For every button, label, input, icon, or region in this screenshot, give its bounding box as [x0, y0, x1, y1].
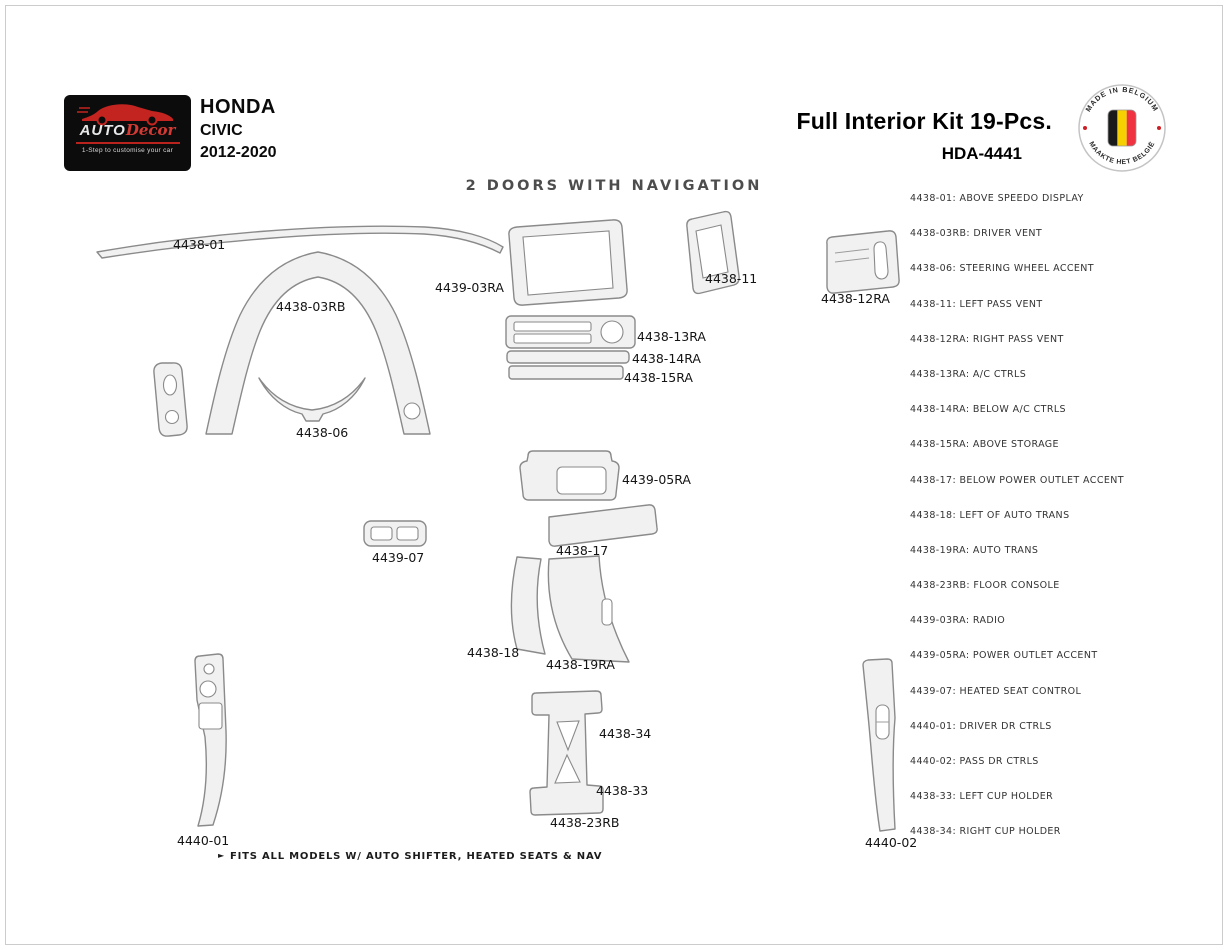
part-shape-4438-15RA — [508, 365, 624, 380]
fitment-note: ► FITS ALL MODELS W/ AUTO SHIFTER, HEATED… — [218, 851, 602, 862]
parts-list-row: 4438-15RA: ABOVE STORAGE — [910, 439, 1059, 451]
part-label-4440-01: 4440-01 — [177, 833, 230, 848]
part-shape-4438-11 — [686, 210, 740, 295]
parts-list-row: 4438-18: LEFT OF AUTO TRANS — [910, 509, 1070, 521]
product-info: Full Interior Kit 19-Pcs. HDA-4441 — [797, 108, 1053, 164]
parts-list-row: 4439-05RA: POWER OUTLET ACCENT — [910, 650, 1098, 662]
part-label-4438-18: 4438-18 — [467, 645, 520, 660]
brand-word-auto: AUTO — [79, 122, 126, 139]
vehicle-years: 2012-2020 — [200, 144, 277, 161]
part-label-4438-13RA: 4438-13RA — [637, 329, 706, 344]
arrow-icon: ► — [218, 851, 225, 860]
part-shape-4438-03RB — [153, 251, 431, 437]
brand-divider — [75, 142, 180, 144]
vehicle-make: HONDA — [200, 96, 276, 118]
brand-logo: AUTODecor 1-Step to customise your car — [64, 95, 191, 171]
parts-list-row: 4438-19RA: AUTO TRANS — [910, 544, 1039, 556]
vehicle-model: CIVIC — [200, 122, 243, 139]
part-label-4438-19RA: 4438-19RA — [546, 657, 615, 672]
parts-list-row: 4438-01: ABOVE SPEEDO DISPLAY — [910, 193, 1084, 204]
part-shape-4440-02 — [862, 658, 896, 832]
product-sku: HDA-4441 — [941, 144, 1022, 163]
part-shape-4438-17 — [548, 504, 658, 547]
parts-list-row: 4438-14RA: BELOW A/C CTRLS — [910, 404, 1066, 416]
parts-list-row: 4438-13RA: A/C CTRLS — [910, 368, 1027, 380]
part-label-4438-23RB: 4438-23RB — [550, 815, 620, 830]
car-logo-icon — [76, 104, 173, 126]
part-label-4438-34: 4438-34 — [599, 726, 652, 741]
parts-list-row: 4438-17: BELOW POWER OUTLET ACCENT — [910, 474, 1124, 486]
part-shape-4440-01 — [194, 653, 227, 827]
diagram-title: 2 DOORS WITH NAVIGATION — [465, 178, 763, 194]
part-label-4438-06: 4438-06 — [296, 425, 349, 440]
part-label-4440-02: 4440-02 — [865, 835, 918, 850]
part-label-4438-33: 4438-33 — [596, 783, 649, 798]
parts-list-row: 4438-34: RIGHT CUP HOLDER — [910, 826, 1061, 838]
part-label-4439-07: 4439-07 — [372, 550, 425, 565]
part-shape-4438-19RA — [547, 555, 630, 663]
part-label-4438-12RA: 4438-12RA — [821, 291, 890, 306]
fitment-note-text: FITS ALL MODELS W/ AUTO SHIFTER, HEATED … — [229, 851, 603, 862]
part-label-4438-03RB: 4438-03RB — [276, 299, 346, 314]
part-label-4439-03RA: 4439-03RA — [435, 280, 504, 295]
parts-list-row: 4438-12RA: RIGHT PASS VENT — [910, 333, 1064, 345]
brand-wordmark: AUTODecor — [80, 123, 176, 139]
part-label-4438-01: 4438-01 — [173, 237, 226, 252]
part-label-4438-11: 4438-11 — [705, 271, 758, 286]
parts-list-row: 4438-03RB: DRIVER VENT — [910, 228, 1043, 240]
parts-list-row: 4439-07: HEATED SEAT CONTROL — [910, 685, 1082, 697]
parts-list-row: 4438-23RB: FLOOR CONSOLE — [910, 580, 1060, 592]
belgian-flag-icon — [1108, 110, 1136, 146]
vehicle-info: HONDA CIVIC 2012-2020 — [200, 97, 277, 161]
part-shape-4438-13RA — [505, 315, 636, 349]
part-shape-4438-18 — [510, 556, 546, 655]
brand-word-decor: Decor — [125, 121, 176, 139]
part-label-4438-17: 4438-17 — [556, 543, 609, 558]
part-label-4439-05RA: 4439-05RA — [622, 472, 691, 487]
made-in-belgium-badge: MADE IN BELGIUM MAAKTE HET BELGIË — [1078, 84, 1166, 172]
parts-list-row: 4438-11: LEFT PASS VENT — [910, 298, 1043, 310]
part-shape-floor-console — [529, 690, 604, 816]
part-shape-4439-03RA — [508, 219, 628, 306]
part-shape-4439-07 — [363, 520, 427, 547]
part-label-4438-15RA: 4438-15RA — [624, 370, 693, 385]
part-shape-4439-05RA — [519, 450, 620, 501]
part-shape-4438-01 — [96, 225, 504, 259]
part-shape-4438-12RA — [826, 230, 900, 294]
parts-list-row: 4438-06: STEERING WHEEL ACCENT — [910, 263, 1095, 275]
product-title: Full Interior Kit 19-Pcs. — [796, 108, 1052, 134]
parts-list-row: 4440-01: DRIVER DR CTRLS — [910, 720, 1052, 732]
part-shape-4438-06 — [258, 377, 366, 422]
parts-list-row: 4439-03RA: RADIO — [910, 615, 1006, 627]
part-label-4438-14RA: 4438-14RA — [632, 351, 701, 366]
parts-list: 4438-01: ABOVE SPEEDO DISPLAY 4438-03RB:… — [910, 193, 1160, 838]
parts-list-row: 4440-02: PASS DR CTRLS — [910, 756, 1039, 767]
brand-tagline: 1-Step to customise your car — [81, 147, 174, 154]
parts-list-row: 4438-33: LEFT CUP HOLDER — [910, 791, 1054, 803]
part-shape-4438-14RA — [506, 350, 630, 364]
